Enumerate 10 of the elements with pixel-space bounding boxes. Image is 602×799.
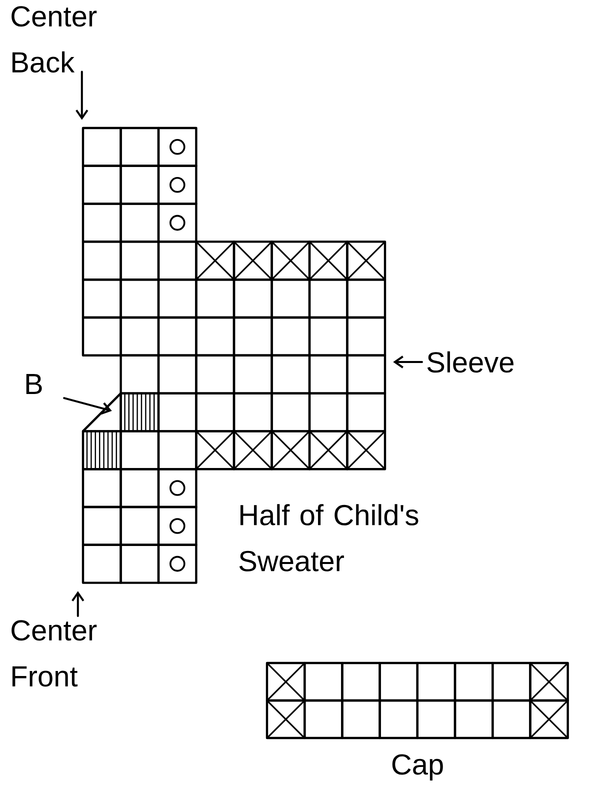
label: Center Back bbox=[12, 6, 97, 73]
arrow bbox=[63, 397, 112, 415]
arrow bbox=[72, 591, 84, 617]
label: B bbox=[26, 374, 42, 394]
label: Center Front bbox=[12, 620, 97, 687]
caption: Half of Child's Sweater bbox=[239, 504, 418, 572]
cap-label: Cap bbox=[392, 754, 443, 780]
arrow bbox=[76, 70, 88, 120]
label: Sleeve bbox=[427, 351, 514, 373]
arrow bbox=[393, 356, 423, 368]
